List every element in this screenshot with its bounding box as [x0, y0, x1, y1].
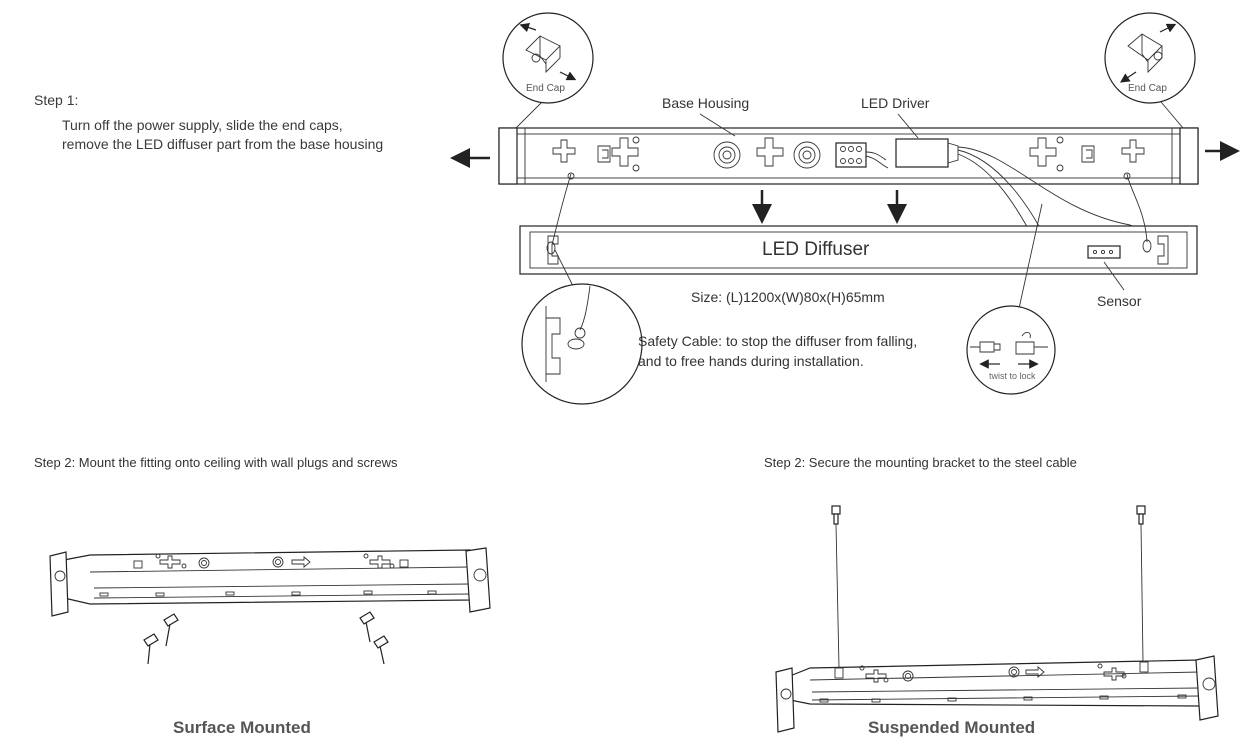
sensor-label: Sensor — [1097, 293, 1142, 309]
surface-mounted-drawing — [49, 547, 491, 617]
suspended-mounted-caption: Suspended Mounted — [868, 718, 1036, 737]
screw-icon — [373, 635, 389, 665]
end-cap-icon — [502, 12, 594, 104]
base-housing-drawing — [498, 127, 1199, 185]
suspended-mounted-drawing — [775, 505, 1219, 733]
safety-cable-label: Safety Cable: to stop the diffuser from … — [638, 333, 918, 369]
surface-mounted-caption: Surface Mounted — [173, 718, 311, 737]
led-driver-label: LED Driver — [861, 95, 930, 111]
screw-icon — [163, 613, 179, 647]
step1-instructions: Turn off the power supply, slide the end… — [62, 117, 384, 152]
screw-icon — [359, 611, 375, 643]
led-diffuser-label: LED Diffuser — [762, 239, 870, 260]
end-cap-label-left: End Cap — [526, 83, 565, 94]
step1-title: Step 1: — [34, 92, 79, 108]
twist-to-lock-label: twist to lock — [989, 371, 1036, 381]
step2-suspended-instruction: Step 2: Secure the mounting bracket to t… — [764, 455, 1077, 470]
step2-surface-instruction: Step 2: Mount the fitting onto ceiling w… — [34, 455, 398, 470]
led-diffuser-drawing — [519, 172, 1198, 275]
end-cap-icon — [1104, 12, 1196, 104]
safety-cable-detail — [521, 283, 643, 405]
base-housing-label: Base Housing — [662, 95, 750, 111]
end-cap-label-right: End Cap — [1128, 83, 1167, 94]
led-driver-drawing — [865, 138, 1147, 260]
screw-icon — [143, 633, 159, 665]
size-label: Size: (L)1200x(W)80x(H)65mm — [691, 289, 885, 305]
connector-icon — [966, 305, 1056, 395]
